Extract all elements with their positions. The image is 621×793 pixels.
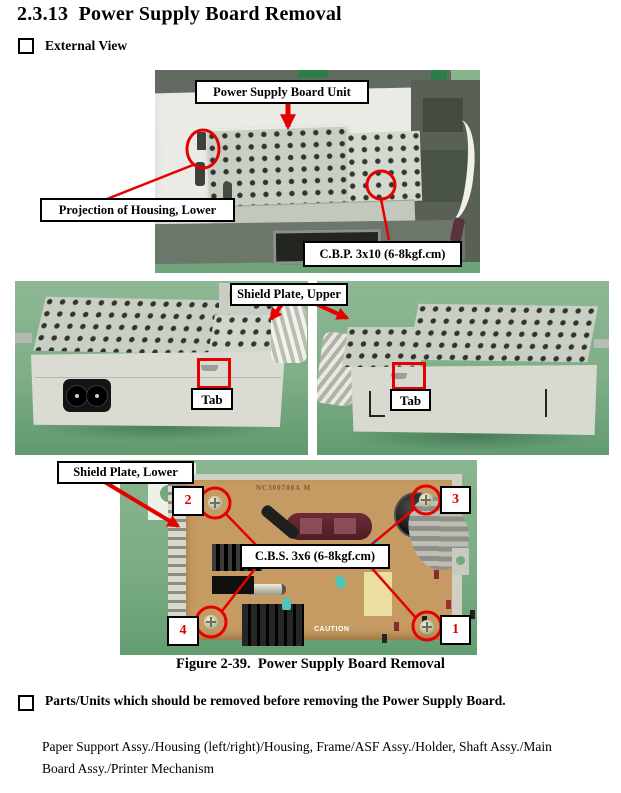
parts-units-label: Parts/Units which should be removed befo… bbox=[45, 693, 506, 708]
shield-front-face bbox=[351, 365, 597, 435]
power-supply-shield-right bbox=[345, 130, 423, 204]
board-silkscreen: NC300700A M bbox=[256, 484, 312, 492]
ac-inlet bbox=[63, 379, 111, 412]
checkbox-icon bbox=[18, 38, 34, 54]
shield-plate-upper-right bbox=[407, 303, 599, 363]
transformer bbox=[242, 604, 304, 646]
photo-shield-left bbox=[15, 281, 308, 455]
taped-coil bbox=[364, 572, 392, 616]
screw-2 bbox=[208, 496, 222, 510]
external-view-heading: External View bbox=[18, 36, 578, 56]
tab-highlight-right bbox=[392, 362, 426, 390]
connector bbox=[212, 576, 254, 594]
parts-list-text: Paper Support Assy./Housing (left/right)… bbox=[42, 739, 552, 776]
screw-number-4: 4 bbox=[167, 616, 199, 646]
tab-notch bbox=[391, 373, 407, 379]
screw-number-3: 3 bbox=[440, 486, 471, 514]
screw-number-2: 2 bbox=[172, 486, 204, 516]
callout-projection: Projection of Housing, Lower bbox=[40, 198, 235, 222]
callout-cbs-screw: C.B.S. 3x6 (6-8kgf.cm) bbox=[240, 544, 390, 569]
screw-number-1: 1 bbox=[440, 615, 471, 645]
mounting-bracket bbox=[452, 548, 469, 575]
checkbox-icon bbox=[18, 695, 34, 711]
callout-cbp-screw: C.B.P. 3x10 (6-8kgf.cm) bbox=[303, 241, 462, 267]
callout-psu-unit: Power Supply Board Unit bbox=[195, 80, 369, 104]
pcb-fragment bbox=[431, 70, 447, 81]
figure-caption: Figure 2-39. Power Supply Board Removal bbox=[176, 656, 445, 672]
callout-shield-upper: Shield Plate, Upper bbox=[230, 283, 348, 306]
callout-tab-right: Tab bbox=[390, 389, 431, 411]
electrolytic-capacitor bbox=[286, 513, 372, 540]
pcb-fragment bbox=[298, 70, 328, 78]
screw-3 bbox=[419, 493, 433, 507]
photo-shield-right bbox=[317, 281, 609, 455]
screw-4 bbox=[204, 615, 218, 629]
tab-highlight-left bbox=[197, 358, 231, 389]
tab-notch bbox=[201, 365, 218, 371]
board-caution-text: CAUTION bbox=[314, 626, 350, 633]
page-title: 2.3.13 Power Supply Board Removal bbox=[17, 3, 342, 25]
external-view-label: External View bbox=[45, 38, 128, 53]
housing-projection bbox=[197, 132, 206, 150]
ribbon-cable bbox=[271, 305, 307, 363]
screw-1 bbox=[420, 620, 434, 634]
callout-shield-lower: Shield Plate, Lower bbox=[57, 461, 194, 484]
parts-units-heading: Parts/Units which should be removed befo… bbox=[18, 691, 578, 711]
callout-tab-left: Tab bbox=[191, 388, 233, 410]
